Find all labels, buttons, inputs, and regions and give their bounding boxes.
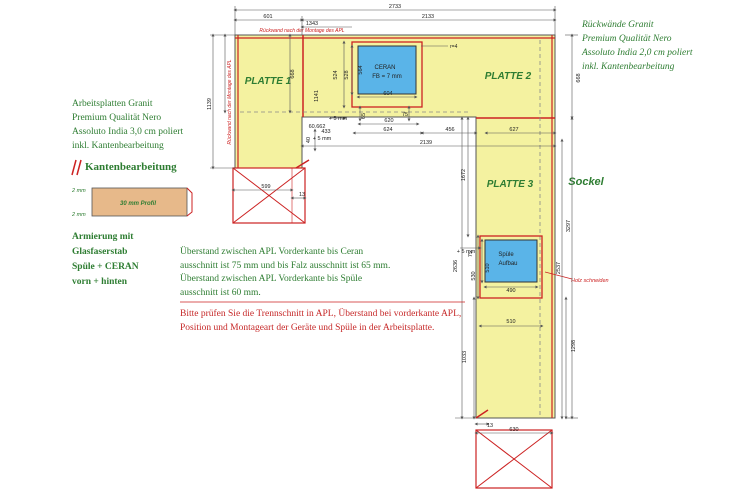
dim-624: 624 [383, 127, 392, 133]
dim-627: 627 [509, 127, 518, 133]
profile-edge [186, 187, 193, 217]
mm2-bottom: 2 mm [71, 212, 86, 218]
dim-5mm-c: + 5 mm [457, 249, 476, 255]
countertop-note-1: Arbeitsplatten Granit [72, 99, 153, 109]
dim-1033: 1033 [462, 351, 468, 363]
spuele-label-2: Aufbau [498, 261, 517, 267]
dim-530: 530 [471, 271, 477, 280]
armierung-notes: Armierung mit Glasfaserstab Spüle + CERA… [72, 230, 139, 290]
dim-510a: 510 [485, 263, 491, 272]
ueberstand-note-1: Überstand zwischen APL Vorderkante bis C… [180, 247, 364, 257]
spuele-inner [484, 239, 538, 283]
dim-620: 620 [384, 118, 393, 124]
dim-r4: r=4 [450, 44, 458, 50]
check-note-2: Position und Montageart der Geräte und S… [180, 322, 435, 333]
ueberstand-notes: Überstand zwischen APL Vorderkante bis C… [180, 246, 390, 300]
dim-5mm-b: + 5 mm [313, 136, 332, 142]
dim-668-right: 668 [576, 73, 582, 82]
dim-524: 524 [333, 70, 339, 79]
ueberstand-note-2: ausschnitt ist 75 mm und bis Falz aussch… [180, 260, 391, 271]
dim-1343: 1343 [306, 21, 318, 27]
dim-490: 490 [506, 288, 515, 294]
dim-630: 630 [509, 427, 518, 433]
dim-75: 75 [402, 112, 408, 118]
dim-13b: 13 [487, 423, 493, 429]
platte3-label: PLATTE 3 [487, 179, 534, 190]
ueberstand-note-4: ausschnitt ist 60 mm. [180, 287, 261, 298]
cabinet-cross-left-b [232, 167, 306, 224]
countertop-note-2: Premium Qualität Nero [72, 113, 162, 123]
rueckwand-left-label: Rückwand nach der Montage des APL [227, 59, 233, 144]
kante-title: Kantenbearbeitung [85, 161, 177, 173]
dim-1298: 1298 [571, 340, 577, 352]
dim-1139: 1139 [207, 98, 213, 110]
armierung-note-4: vorn + hinten [72, 277, 128, 287]
dim-528: 528 [344, 70, 350, 79]
dim-433: 433 [321, 129, 330, 135]
holz-leader [544, 271, 573, 280]
countertop-note-3: Assoluto India 3,0 cm poliert [72, 127, 184, 137]
platte2-label: PLATTE 2 [485, 71, 532, 82]
profile-sample [91, 187, 188, 217]
dim-599: 599 [261, 184, 270, 190]
dim-60662: 60.662 [309, 124, 326, 130]
dim-1672: 1672 [461, 169, 467, 181]
countertop-notes: Arbeitsplatten Granit Premium Qualität N… [72, 97, 183, 153]
armierung-note-1: Armierung mit [72, 232, 134, 242]
spuele-label-1: Spüle [498, 252, 514, 258]
backwall-notes: Rückwände Granit Premium Qualität Nero A… [582, 18, 693, 74]
ceran-label-2: FB = 7 mm [372, 74, 402, 80]
dim-3297: 3297 [566, 220, 572, 232]
dim-lines [210, 6, 578, 435]
dim-564: 564 [358, 65, 364, 74]
dim-456: 456 [445, 127, 454, 133]
dim-top-total: 2733 [389, 4, 401, 10]
dim-604: 604 [383, 91, 392, 97]
dim-2636: 2636 [453, 260, 459, 272]
dim-13a: 13 [299, 192, 305, 198]
armierung-note-2: Glasfaserstab [72, 247, 128, 257]
dim-top-mid: 2133 [422, 14, 434, 20]
dim-top-left: 601 [263, 14, 272, 20]
dim-668-left: 668 [290, 69, 296, 78]
cabinet-cross-right-b [475, 429, 553, 489]
check-note-1: Bitte prüfen Sie die Trennschnitt in APL… [180, 309, 462, 319]
backwall-note-3: Assoluto India 2,0 cm poliert [582, 48, 693, 58]
ceran-inner [357, 45, 417, 95]
ceran-label-1: CERAN [374, 65, 395, 71]
cabinet-hatch-left [291, 167, 306, 224]
dim-40: 40 [306, 137, 312, 143]
profile-label: 30 mm Profil [120, 201, 156, 207]
armierung-note-3: Spüle + CERAN [72, 262, 139, 272]
dim-5mm-a: + 5 mm [329, 116, 348, 122]
dim-2537: 2537 [556, 262, 562, 274]
spuele-outer [479, 235, 543, 299]
check-notes: Bitte prüfen Sie die Trennschnitt in APL… [180, 308, 461, 335]
sockel-label: Sockel [568, 176, 604, 188]
holz-label: Holz schneiden [571, 278, 609, 284]
cabinet-cut-left [295, 159, 310, 169]
cabinet-cut-right [475, 409, 489, 419]
backwall-note-4: inkl. Kantenbearbeitung [582, 62, 675, 72]
dim-1141: 1141 [314, 90, 320, 102]
cabinet-box-right [475, 429, 553, 489]
platte1-label: PLATTE 1 [245, 76, 292, 87]
countertop-note-4: inkl. Kantenbearbeitung [72, 141, 164, 151]
dim-75b: 75 [468, 251, 474, 257]
backwall-note-2: Premium Qualität Nero [582, 34, 672, 44]
dim-2139: 2139 [420, 140, 432, 146]
backwall-note-1: Rückwände Granit [582, 20, 654, 30]
dim-65: 65 [361, 113, 367, 119]
kante-symbol [71, 159, 82, 176]
ueberstand-note-3: Überstand zwischen APL Vorderkante bis S… [180, 274, 363, 284]
dim-510b: 510 [506, 319, 515, 325]
mm2-top: 2 mm [71, 188, 86, 194]
